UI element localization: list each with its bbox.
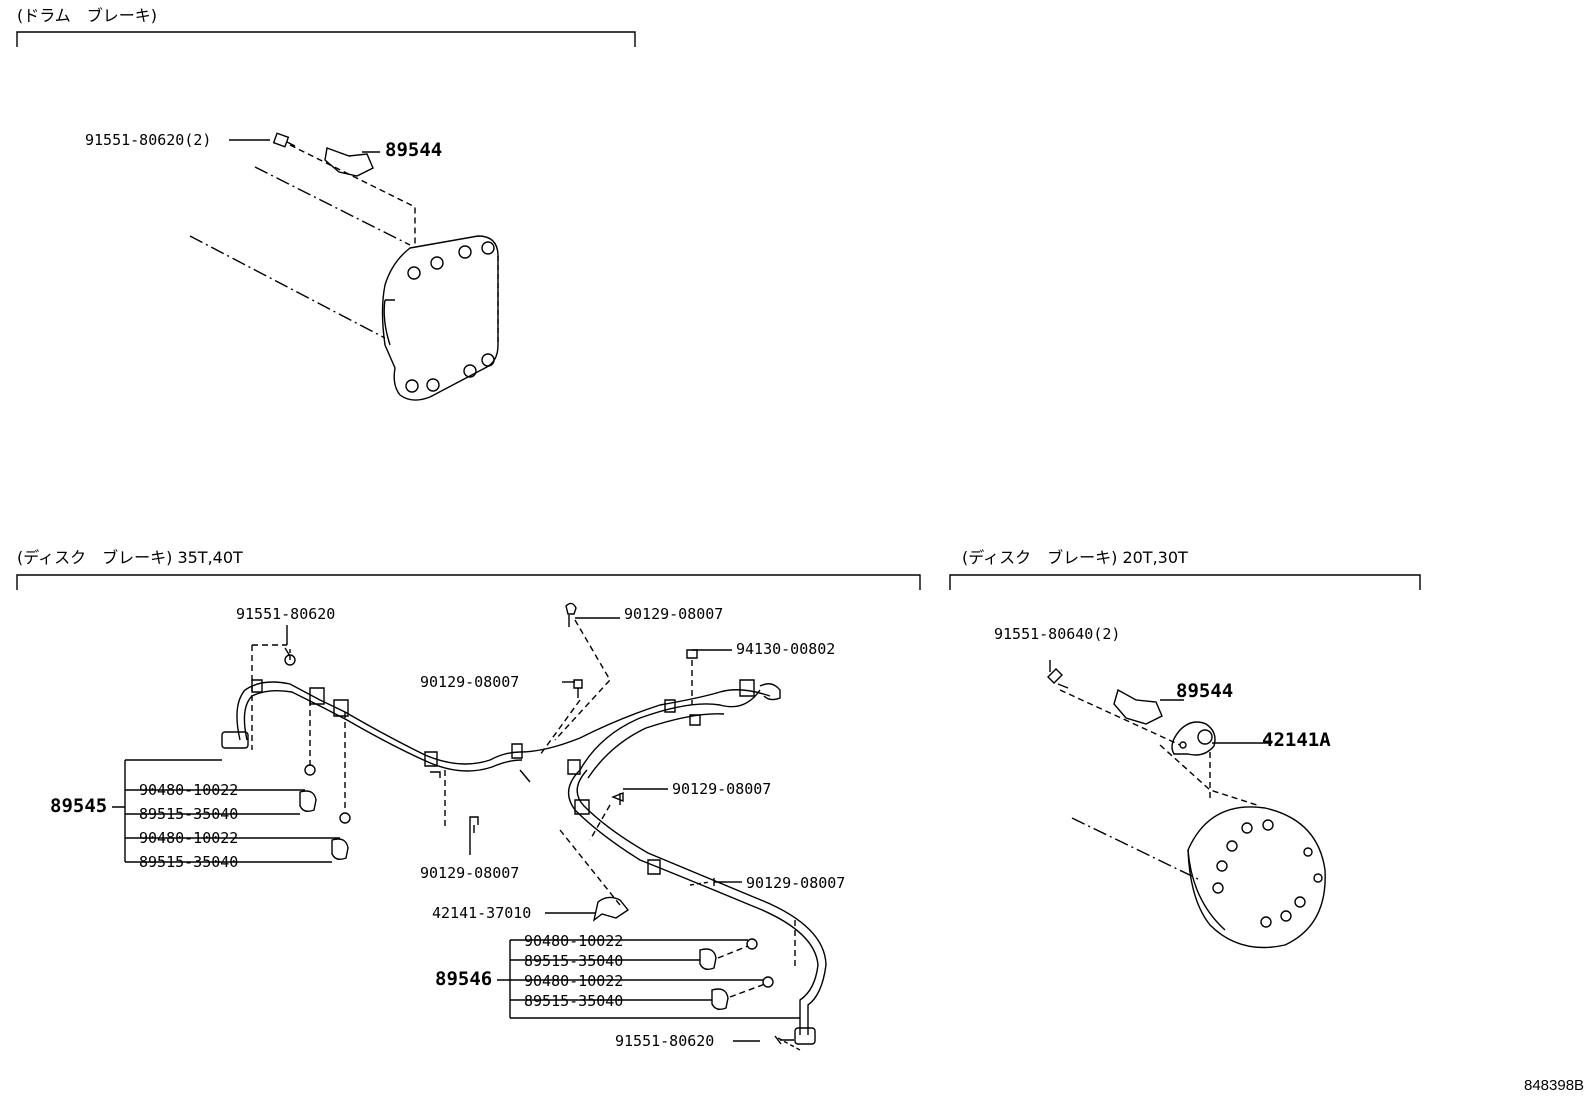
part-label-drum-bolt[interactable]: 91551-80620(2)	[85, 131, 212, 149]
part-label-89545-clamp-bolt-1[interactable]: 90480-10022	[139, 781, 239, 799]
section-title-disc-20-30: (ディスク ブレーキ) 20T,30T	[962, 548, 1188, 567]
part-label-bolt-91551-top[interactable]: 91551-80620	[236, 605, 336, 623]
left-disc-hardware	[252, 603, 800, 1050]
part-label-right-rotor[interactable]: 42141A	[1262, 729, 1331, 751]
part-label-89546-clamp-bolt-2[interactable]: 90480-10022	[524, 972, 624, 990]
drum-sensor-assembly	[229, 133, 415, 245]
part-label-bolt-90129-c[interactable]: 90129-08007	[672, 780, 772, 798]
part-label-bolt-91551-bottom[interactable]: 91551-80620	[615, 1032, 715, 1050]
part-label-89545-clamp-1[interactable]: 89515-35040	[139, 805, 239, 823]
part-label-wire-89545[interactable]: 89545	[50, 795, 108, 817]
section-bracket-disc-35-40	[17, 575, 920, 590]
part-label-89546-clamp-1[interactable]: 89515-35040	[524, 952, 624, 970]
part-label-89546-clamp-2[interactable]: 89515-35040	[524, 992, 624, 1010]
part-label-bracket-42141[interactable]: 42141-37010	[432, 904, 532, 922]
left-disc-leaders	[112, 618, 800, 1041]
part-label-nut-94130[interactable]: 94130-00802	[736, 640, 836, 658]
part-label-89545-clamp-2[interactable]: 89515-35040	[139, 853, 239, 871]
part-label-89546-clamp-bolt-1[interactable]: 90480-10022	[524, 932, 624, 950]
part-label-bolt-90129-a[interactable]: 90129-08007	[624, 605, 724, 623]
part-label-bolt-90129-d[interactable]: 90129-08007	[420, 864, 520, 882]
part-label-right-sensor[interactable]: 89544	[1176, 680, 1234, 702]
drum-axle-housing	[190, 167, 498, 400]
section-bracket-disc-20-30	[950, 575, 1420, 590]
part-label-bolt-90129-e[interactable]: 90129-08007	[746, 874, 846, 892]
section-bracket-drum	[17, 32, 635, 47]
sensor-wire-89545	[222, 680, 770, 782]
part-label-right-bolt[interactable]: 91551-80640(2)	[994, 625, 1121, 643]
part-label-bolt-90129-b[interactable]: 90129-08007	[420, 673, 520, 691]
part-label-drum-sensor[interactable]: 89544	[385, 139, 443, 161]
section-title-disc-35-40: (ディスク ブレーキ) 35T,40T	[17, 548, 243, 567]
part-label-wire-89546[interactable]: 89546	[435, 968, 493, 990]
right-disc-rotor-assembly	[1060, 690, 1325, 948]
part-label-89545-clamp-bolt-2[interactable]: 90480-10022	[139, 829, 239, 847]
right-disc-sensor	[1048, 660, 1272, 755]
section-title-drum: (ドラム ブレーキ)	[17, 6, 158, 25]
figure-code: 848398B	[1524, 1077, 1585, 1094]
